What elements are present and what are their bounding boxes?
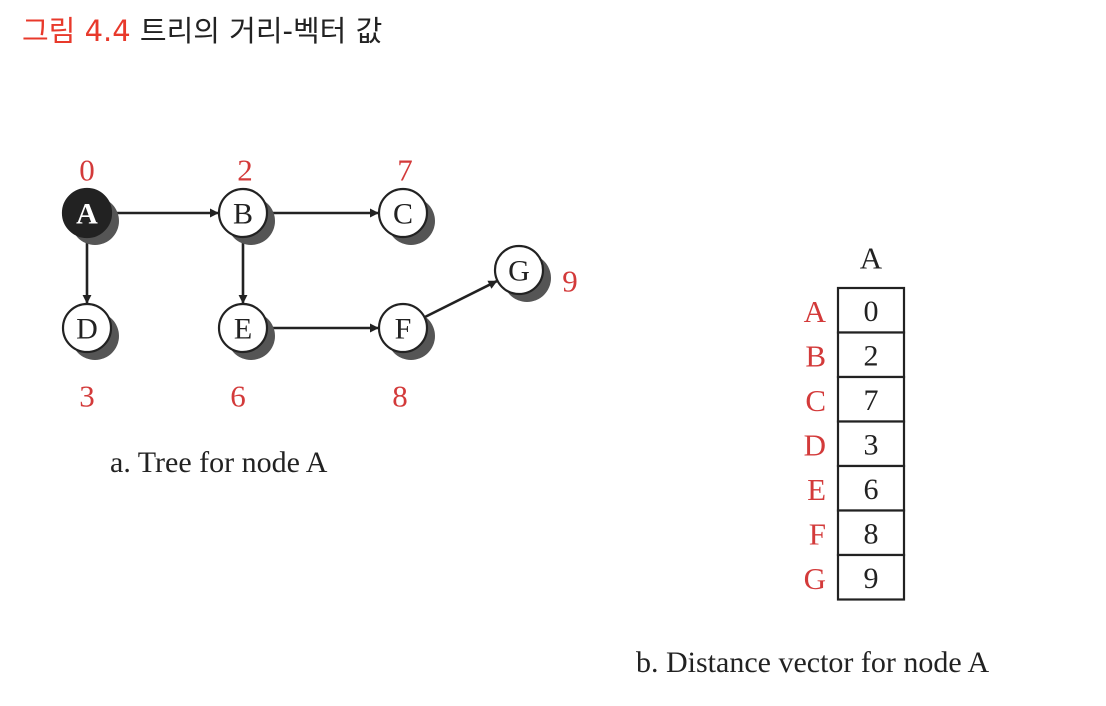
- node-label: D: [76, 313, 98, 346]
- vector-value: 9: [864, 562, 879, 595]
- distance-label-E: 6: [230, 379, 246, 414]
- vector-value: 8: [864, 517, 879, 550]
- node-label: C: [393, 198, 413, 231]
- node-label: A: [76, 198, 98, 231]
- vector-value: 3: [864, 428, 879, 461]
- figure-number: 그림 4.4: [22, 14, 131, 48]
- tree-node-C: C: [377, 187, 435, 245]
- figure-title-text: 트리의 거리-벡터 값: [139, 14, 383, 48]
- edge-F-G: [423, 280, 498, 319]
- vector-row: 9G: [804, 553, 906, 601]
- vector-header: A: [860, 241, 883, 276]
- vector-caption: b. Distance vector for node A: [636, 646, 990, 679]
- distance-label-G: 9: [562, 264, 578, 299]
- node-circle: [217, 302, 269, 354]
- vector-row: 3D: [804, 420, 906, 468]
- vector-cell: [836, 509, 906, 557]
- vector-row-label: B: [805, 338, 826, 373]
- vector-value: 6: [864, 473, 879, 506]
- vector-row: 7C: [805, 375, 906, 423]
- node-circle: [61, 187, 113, 239]
- vector-row: 6E: [807, 464, 906, 512]
- tree-node-E: E: [217, 302, 275, 360]
- node-circle: [377, 187, 429, 239]
- node-circle: [217, 187, 269, 239]
- vector-row-label: C: [805, 383, 826, 418]
- tree-node-G: G: [493, 244, 551, 302]
- vector-row-label: D: [804, 427, 826, 462]
- node-circle: [61, 302, 113, 354]
- tree-node-F: F: [377, 302, 435, 360]
- vector-value: 2: [864, 339, 879, 372]
- tree-node-D: D: [61, 302, 119, 360]
- tree-node-A: A: [61, 187, 119, 245]
- node-label: G: [508, 255, 530, 288]
- distance-label-F: 8: [392, 379, 408, 414]
- node-label: E: [234, 313, 252, 346]
- tree-node-B: B: [217, 187, 275, 245]
- node-circle: [493, 244, 545, 296]
- node-label: B: [233, 198, 253, 231]
- tree-edges: [82, 208, 498, 333]
- node-label: F: [395, 313, 412, 346]
- distance-label-C: 7: [397, 153, 413, 188]
- distance-label-D: 3: [79, 379, 95, 414]
- node-circle: [377, 302, 429, 354]
- vector-value: 7: [864, 384, 879, 417]
- distance-label-A: 0: [79, 153, 95, 188]
- vector-cell: [836, 553, 906, 601]
- vector-row: 2B: [805, 331, 906, 379]
- tree-nodes: A B C D E F G: [61, 187, 551, 360]
- tree-distance-labels: 0 2 7 3 6 8 9: [79, 153, 578, 414]
- vector-value: 0: [864, 295, 879, 328]
- figure-title: 그림 4.4 트리의 거리-벡터 값: [22, 8, 382, 50]
- distance-label-B: 2: [237, 153, 253, 188]
- vector-row-label: F: [809, 516, 826, 551]
- vector-row-label: E: [807, 472, 826, 507]
- tree-caption: a. Tree for node A: [110, 446, 328, 479]
- vector-row: 0A: [804, 286, 906, 334]
- vector-row-label: G: [804, 561, 826, 596]
- vector-row: 8F: [809, 509, 906, 557]
- vector-row-label: A: [804, 294, 827, 329]
